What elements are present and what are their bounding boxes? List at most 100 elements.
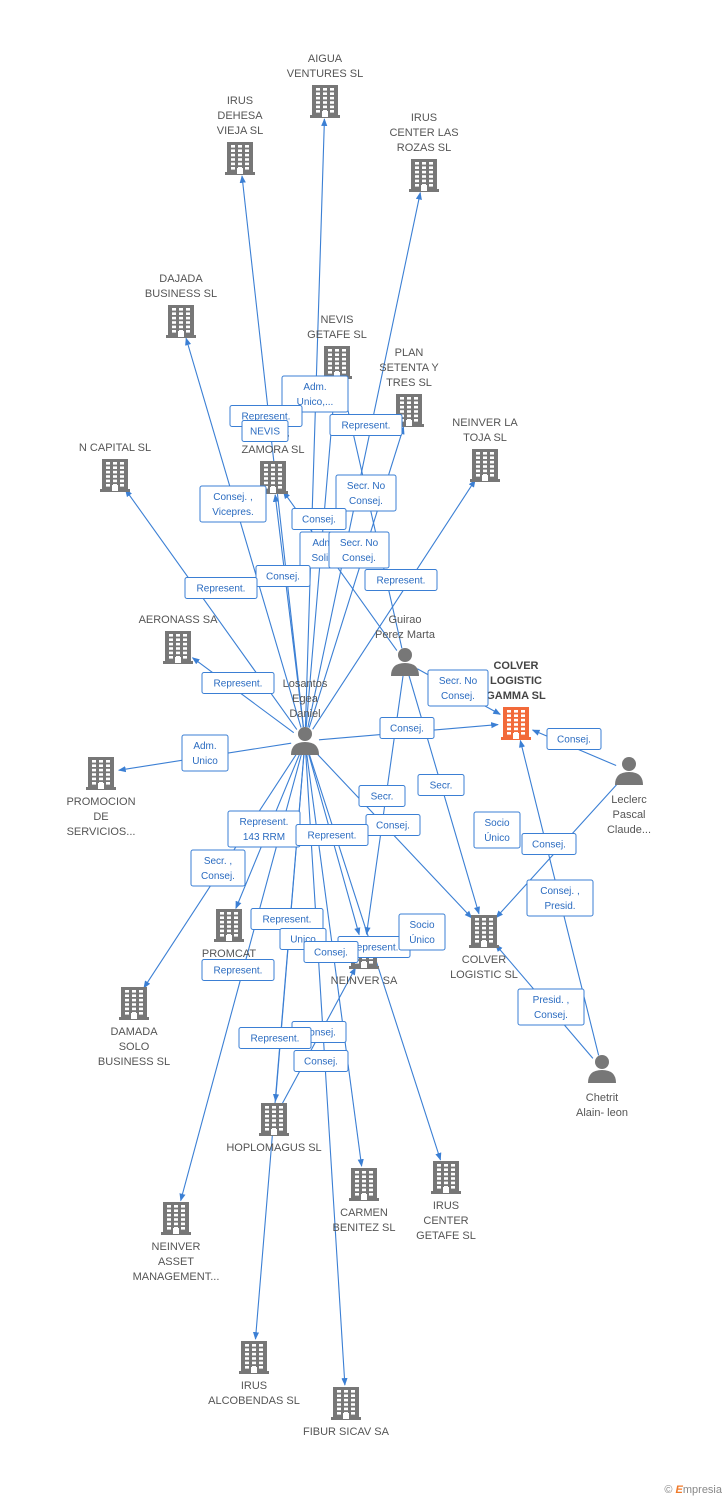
person-node-leclerc[interactable]: LeclercPascalClaude... [607, 757, 651, 836]
edge-role-text: Secr. No [340, 538, 379, 549]
node-label-line: BENITEZ SL [333, 1222, 396, 1234]
edge-role-text: Represent. [251, 1034, 300, 1045]
edge-role-box [291, 508, 347, 530]
company-node-hoplomagus[interactable]: HOPLOMAGUS SL [226, 1103, 322, 1154]
company-node-fibur[interactable]: FIBUR SICAV SA [303, 1387, 390, 1438]
edge-role-label: Represent. [295, 824, 369, 846]
edge-role-label: Represent. [184, 577, 258, 599]
person-icon [391, 648, 419, 676]
node-label-line: LOGISTIC SL [450, 969, 518, 981]
building-icon [349, 1168, 379, 1201]
edge-role-text: Adm. [303, 382, 326, 393]
company-node-ncapital[interactable]: N CAPITAL SL [79, 442, 151, 492]
node-label-line: TRES SL [386, 377, 432, 389]
edge-role-text: Represent. [242, 412, 291, 423]
node-label-line: DAJADA [159, 273, 203, 285]
edge-role-text: Secr. [430, 781, 453, 792]
node-label-line: NEVIS [320, 314, 353, 326]
node-label-line: DEHESA [217, 110, 263, 122]
node-label-line: IRUS [433, 1200, 459, 1212]
edge-role-label: Represent.143 RRM [227, 810, 301, 848]
edge-role-text: Consej. [376, 821, 410, 832]
edge-role-box [427, 669, 489, 707]
edge-role-text: Unico,... [297, 397, 334, 408]
node-label-line: AERONASS SA [139, 614, 219, 626]
edge-role-text: Consej. [532, 840, 566, 851]
edge-role-text: Consej. [390, 724, 424, 735]
node-label-line: PLAN [395, 347, 424, 359]
edge-role-box [184, 577, 258, 599]
edge-role-box [364, 569, 438, 591]
person-icon [291, 727, 319, 755]
edge-role-text: Secr. No [347, 481, 386, 492]
edge-role-text: Vicepres. [212, 507, 254, 518]
edge-role-text: Presid. , [533, 995, 570, 1006]
edge-role-text: Consej. [302, 1028, 336, 1039]
edge-role-label: Consej. [303, 941, 359, 963]
node-label-line: ASSET [158, 1256, 194, 1268]
edge-role-text: Represent. [197, 584, 246, 595]
node-label-line: ROZAS SL [397, 142, 451, 154]
company-node-colverlogistic[interactable]: COLVER LOGISTIC SL [450, 915, 518, 981]
edge-role-box [358, 785, 406, 807]
person-head [398, 648, 412, 662]
node-label-line: NEINVER [152, 1241, 201, 1253]
edge-role-box [379, 717, 435, 739]
node-label-line: SETENTA Y [379, 362, 439, 374]
node-label-line: IRUS [227, 95, 253, 107]
node-label-line: IRUS [241, 1380, 267, 1392]
building-icon [225, 142, 255, 175]
edge-role-box [526, 879, 594, 917]
edge-role-box [201, 672, 275, 694]
company-node-plan[interactable]: PLAN SETENTA Y TRES SL [379, 347, 439, 427]
edge-role-label: Consej. [291, 508, 347, 530]
edge-role-text: Consej. , [213, 492, 252, 503]
node-label-line: GAMMA SL [486, 690, 546, 702]
edge-role-box [303, 941, 359, 963]
company-node-aeronass[interactable]: AERONASS SA [139, 614, 219, 664]
person-icon [588, 1055, 616, 1083]
building-icon [322, 346, 352, 379]
edge-role-text: Adm. [193, 741, 216, 752]
edge-losantos-to-dajada [185, 337, 302, 728]
edge-losantos-to-latoja [312, 479, 476, 730]
edge-role-text: 143 RRM [243, 832, 285, 843]
edge-role-box [199, 485, 267, 523]
edge-role-box [241, 420, 289, 442]
edge-losantos-to-aeronass [191, 657, 295, 734]
company-node-asset[interactable]: NEINVERASSETMANAGEMENT... [133, 1202, 220, 1283]
company-node-promocion[interactable]: PROMOCIONDESERVICIOS... [66, 757, 136, 838]
edge-role-text: Consej. , [540, 886, 579, 897]
edge-role-box [335, 474, 397, 512]
edge-role-box [417, 774, 465, 796]
edge-role-text: Socio [484, 818, 509, 829]
edge-role-box [295, 824, 369, 846]
building-icon [470, 449, 500, 482]
edge-role-text: Unico [290, 935, 316, 946]
node-label-line: FIBUR SICAV SA [303, 1426, 390, 1438]
building-icon [163, 631, 193, 664]
edge-role-text: Represent. [308, 831, 357, 842]
edge-role-text: Consej. [534, 1010, 568, 1021]
building-icon [166, 305, 196, 338]
person-body [615, 772, 643, 785]
node-label-line: COLVER [462, 954, 506, 966]
edge-role-text: Único [484, 831, 510, 844]
